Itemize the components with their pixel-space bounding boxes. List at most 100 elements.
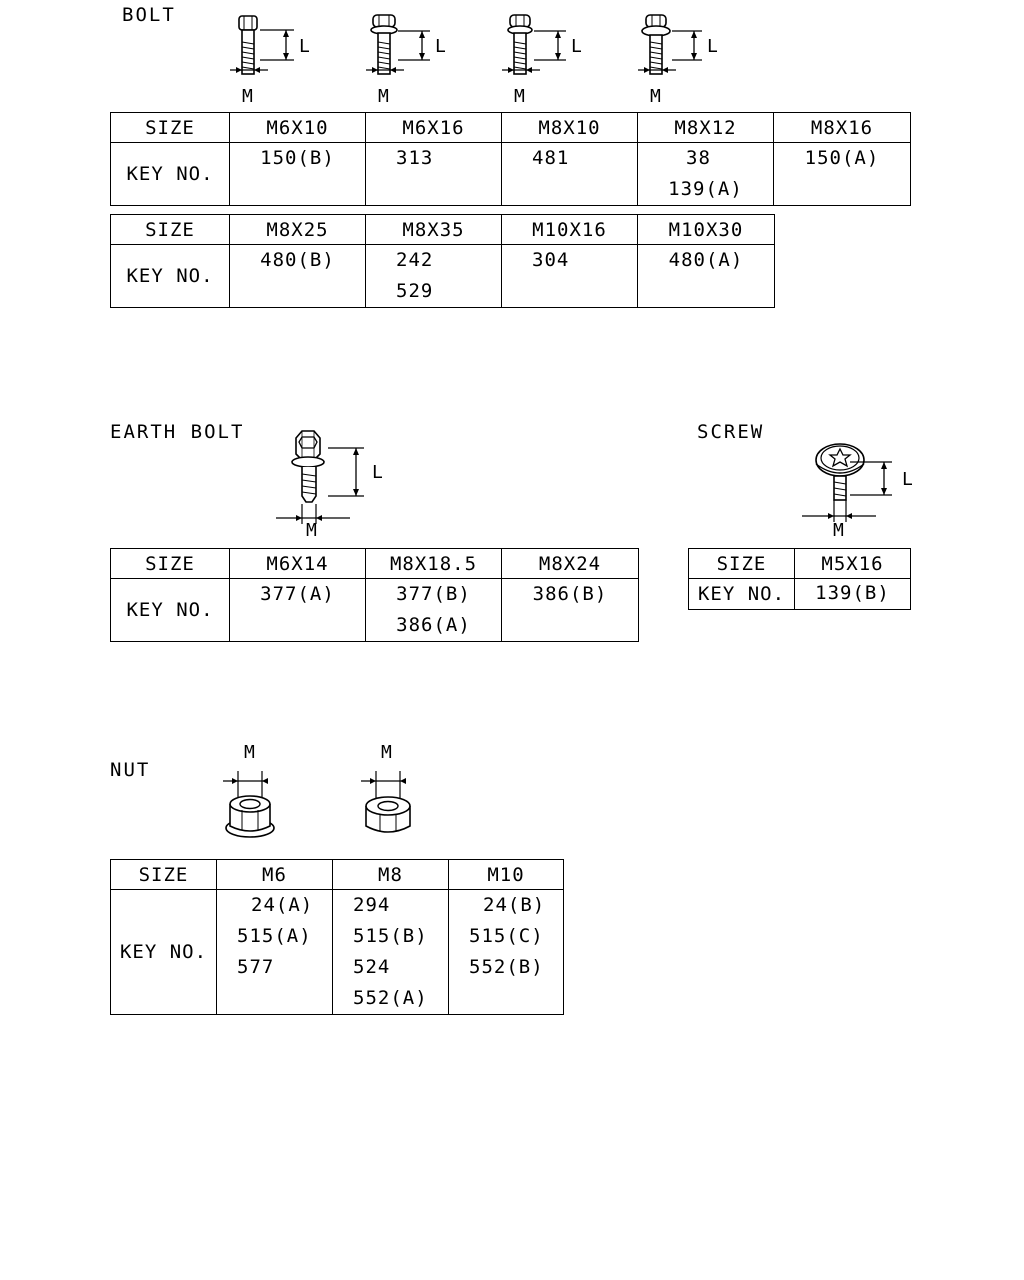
key-cell: 24(B) 515(C) 552(B) <box>448 889 564 1015</box>
key-cell: 313 <box>365 142 502 206</box>
size-cell: M8X16 <box>773 112 911 143</box>
size-header: SIZE <box>688 548 795 579</box>
screw-section-title: SCREW <box>697 421 765 443</box>
key-cell: 480(A) <box>637 244 775 308</box>
bolt-2-diameter-label: M <box>378 86 389 107</box>
bolt-table-2: SIZE M8X25 M8X35 M10X16 M10X30 KEY NO. 4… <box>110 214 775 308</box>
flange-nut-drawing <box>223 771 275 838</box>
size-cell: M8X35 <box>365 214 502 245</box>
key-value: 150(B) <box>260 147 335 169</box>
key-cell: 386(B) <box>501 578 639 642</box>
table-row: SIZE M6X14 M8X18.5 M8X24 <box>110 548 639 579</box>
size-cell: M10X30 <box>637 214 775 245</box>
nut-1-diameter-label: M <box>244 742 255 763</box>
size-cell: M8X24 <box>501 548 639 579</box>
size-header: SIZE <box>110 859 217 890</box>
flange-bolt-drawing <box>366 14 430 75</box>
key-value: 529 <box>396 280 434 302</box>
bolt-figure-4 <box>636 12 726 107</box>
table-row: KEY NO. 139(B) <box>688 578 911 610</box>
size-cell: M8X10 <box>501 112 638 143</box>
key-value: 481 <box>532 147 570 169</box>
size-cell: M8X12 <box>637 112 774 143</box>
key-no-header: KEY NO. <box>110 244 230 308</box>
nut-figure-1 <box>220 764 290 844</box>
table-row: SIZE M8X25 M8X35 M10X16 M10X30 <box>110 214 775 245</box>
key-value: 139(A) <box>668 178 743 200</box>
size-cell: M8X25 <box>229 214 366 245</box>
earth-bolt-figure <box>272 426 392 541</box>
key-cell: 150(B) <box>229 142 366 206</box>
key-value: 386(A) <box>396 614 471 636</box>
flange-bolt-drawing <box>638 14 702 75</box>
size-cell: M6X10 <box>229 112 366 143</box>
bolt-table-1: SIZE M6X10 M6X16 M8X10 M8X12 M8X16 KEY N… <box>110 112 911 206</box>
key-cell: 377(B) 386(A) <box>365 578 502 642</box>
size-header: SIZE <box>110 112 230 143</box>
key-value: 480(B) <box>260 249 335 271</box>
bolt-4-diameter-label: M <box>650 86 661 107</box>
bolt-section-title: BOLT <box>122 4 176 26</box>
size-header: SIZE <box>110 214 230 245</box>
size-cell: M5X16 <box>794 548 911 579</box>
hex-bolt-drawing <box>502 14 566 75</box>
key-cell: 377(A) <box>229 578 366 642</box>
screw-figure <box>800 438 910 538</box>
key-value: 313 <box>396 147 434 169</box>
key-value: 24(B) <box>483 894 546 916</box>
key-cell: 481 <box>501 142 638 206</box>
key-value: 480(A) <box>668 249 744 271</box>
key-value: 38 <box>686 147 711 169</box>
size-cell: M6 <box>216 859 333 890</box>
table-row: KEY NO. 150(B) 313 481 38 139(A) 150(A) <box>110 142 911 206</box>
key-value: 377(A) <box>260 583 335 605</box>
bolt-1-length-label: L <box>299 36 310 57</box>
key-value: 552(A) <box>353 987 428 1009</box>
nut-2-diameter-label: M <box>381 742 392 763</box>
key-value: 377(B) <box>396 583 471 605</box>
key-cell: 38 139(A) <box>637 142 774 206</box>
key-no-header: KEY NO. <box>110 889 217 1015</box>
bolt-figure-1 <box>228 12 318 107</box>
size-cell: M6X16 <box>365 112 502 143</box>
size-cell: M6X14 <box>229 548 366 579</box>
key-cell: 150(A) <box>773 142 911 206</box>
key-cell: 480(B) <box>229 244 366 308</box>
size-header: SIZE <box>110 548 230 579</box>
key-no-header: KEY NO. <box>110 578 230 642</box>
key-value: 139(B) <box>815 582 890 604</box>
key-value: 577 <box>237 956 275 978</box>
key-value: 524 <box>353 956 391 978</box>
key-no-header: KEY NO. <box>110 142 230 206</box>
key-value: 242 <box>396 249 434 271</box>
key-no-header: KEY NO. <box>688 578 795 610</box>
table-row: SIZE M6 M8 M10 <box>110 859 564 890</box>
size-cell: M10 <box>448 859 564 890</box>
key-value: 150(A) <box>804 147 880 169</box>
size-cell: M8 <box>332 859 449 890</box>
key-value: 294 <box>353 894 391 916</box>
table-row: KEY NO. 24(A) 515(A) 577 294 515(B) 524 … <box>110 889 564 1015</box>
screw-diameter-label: M <box>833 520 844 541</box>
nut-section-title: NUT <box>110 759 151 781</box>
table-row: SIZE M5X16 <box>688 548 911 579</box>
earth-bolt-drawing <box>276 430 364 524</box>
earth-bolt-section-title: EARTH BOLT <box>110 421 245 443</box>
nut-table: SIZE M6 M8 M10 KEY NO. 24(A) 515(A) 577 … <box>110 859 564 1015</box>
bolt-3-length-label: L <box>571 36 582 57</box>
table-row: SIZE M6X10 M6X16 M8X10 M8X12 M8X16 <box>110 112 911 143</box>
key-value: 386(B) <box>532 583 608 605</box>
key-value: 552(B) <box>469 956 544 978</box>
bolt-3-diameter-label: M <box>514 86 525 107</box>
key-value: 515(A) <box>237 925 312 947</box>
table-row: KEY NO. 377(A) 377(B) 386(A) 386(B) <box>110 578 639 642</box>
bolt-figure-2 <box>364 12 454 107</box>
key-cell: 304 <box>501 244 638 308</box>
key-cell: 139(B) <box>794 578 911 610</box>
earth-bolt-diameter-label: M <box>306 520 317 541</box>
nut-figure-2 <box>358 764 428 844</box>
bolt-figure-3 <box>500 12 590 107</box>
bolt-2-length-label: L <box>435 36 446 57</box>
hex-bolt-drawing <box>230 15 294 75</box>
key-cell: 294 515(B) 524 552(A) <box>332 889 449 1015</box>
